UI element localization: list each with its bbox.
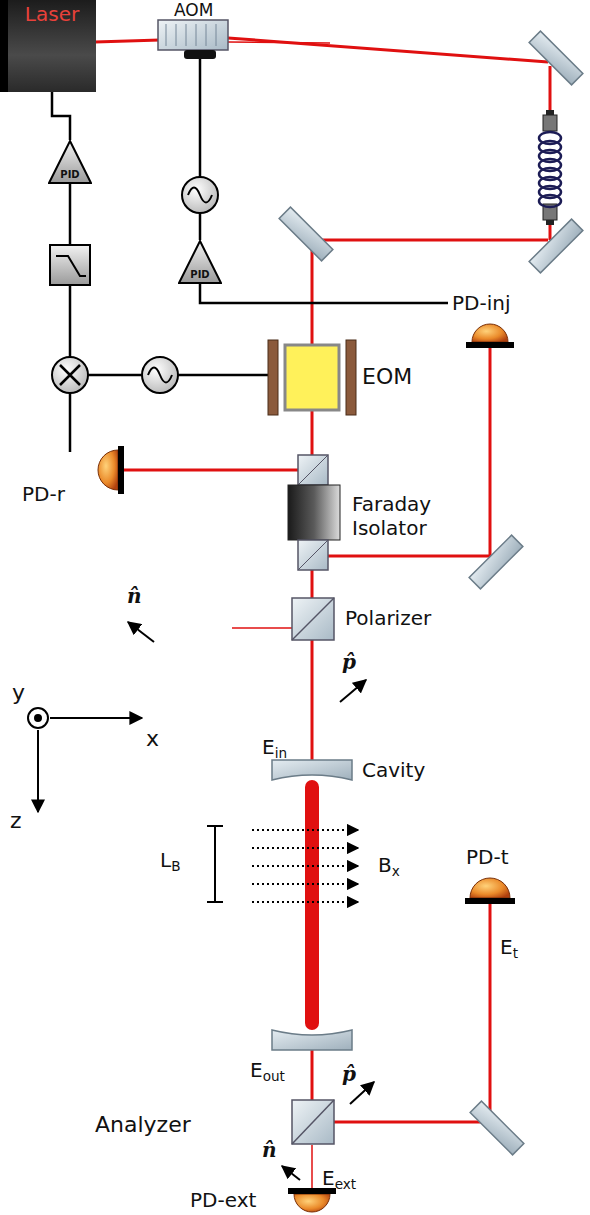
mirror — [279, 31, 583, 1155]
length-bracket — [207, 826, 223, 902]
laser-mount — [0, 0, 8, 92]
axes — [28, 708, 142, 812]
laser-box: Laser — [8, 0, 96, 92]
symbol-main: L — [160, 848, 171, 872]
symbol-main: E — [250, 1058, 263, 1082]
part-label: PD-r — [22, 482, 65, 506]
symbol-main: B — [378, 853, 392, 877]
intracavity-beam — [305, 780, 319, 1030]
field-label: Bx — [378, 853, 400, 879]
pid-label: PID — [178, 269, 222, 280]
symbol-main: E — [322, 1166, 335, 1190]
triangle-shape — [179, 241, 221, 283]
part-label: Polarizer — [345, 606, 431, 630]
part-label: PD-t — [466, 845, 509, 869]
fiber-coil — [539, 195, 561, 207]
field-label: Eout — [250, 1058, 285, 1084]
signal-wire — [52, 92, 70, 140]
faraday-isolator — [288, 455, 340, 570]
part-label: Analyzer — [95, 1112, 191, 1138]
mixer-symbol — [52, 357, 88, 393]
symbol-subscript: in — [275, 745, 287, 761]
symbol-subscript: t — [513, 945, 518, 961]
field-label: Eext — [322, 1166, 356, 1192]
pid-controller: PID — [178, 240, 222, 284]
magnetic-field-arrows — [252, 830, 358, 902]
part-label: z — [10, 808, 22, 834]
optical-fiber — [539, 110, 561, 225]
triangle-shape — [49, 141, 91, 183]
polarization-label: p̂ — [342, 650, 356, 674]
polarization-label: n̂ — [127, 584, 142, 608]
field-label: Ein — [262, 735, 287, 761]
symbol-subscript: x — [392, 863, 400, 879]
pid-controller: PID — [48, 140, 92, 184]
eom — [268, 340, 356, 415]
oscillator-symbol — [142, 177, 218, 393]
polarizing-cube — [292, 598, 334, 1144]
part-label: Faraday Isolator — [352, 492, 462, 540]
polarization-label: n̂ — [262, 1138, 277, 1162]
symbol-subscript: B — [171, 858, 180, 874]
part-label: PD-ext — [190, 1188, 256, 1212]
field-label: Et — [500, 935, 518, 961]
signal-wire — [70, 59, 448, 452]
photodiode — [98, 324, 515, 1212]
field-label: LB — [160, 848, 180, 874]
part-label: PD-inj — [452, 291, 510, 315]
lowpass-filter — [50, 245, 90, 285]
part-label: Cavity — [362, 758, 425, 782]
symbol-main: E — [262, 735, 275, 759]
part-label: x — [146, 726, 159, 752]
symbol-main: E — [500, 935, 513, 959]
aom — [158, 20, 228, 59]
part-label: AOM — [174, 0, 213, 20]
polarization-arrow — [128, 622, 374, 1180]
part-label: EOM — [362, 364, 412, 390]
cavity-mirror — [272, 760, 352, 1050]
polarization-label: p̂ — [342, 1062, 356, 1086]
laser-label: Laser — [8, 2, 96, 26]
part-label: y — [12, 680, 25, 706]
laser-beam — [95, 38, 550, 1188]
symbol-subscript: out — [263, 1068, 285, 1084]
symbol-subscript: ext — [335, 1176, 357, 1192]
pid-label: PID — [48, 169, 92, 180]
